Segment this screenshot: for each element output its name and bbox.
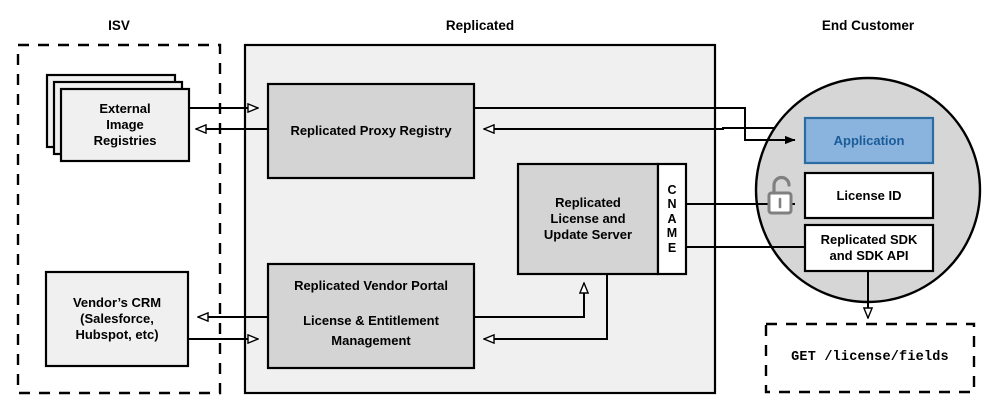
edge-licenseserver-to-vendorportal (484, 272, 608, 339)
zone-title-replicated: Replicated (445, 18, 515, 33)
node-replicated-license-and-update-server[interactable] (516, 162, 660, 276)
node-license-id[interactable] (803, 171, 935, 220)
edge-vendorportal-to-licenseserver (473, 283, 584, 318)
node-replicated-sdk[interactable] (803, 223, 935, 273)
node-external-image-registries[interactable] (45, 73, 191, 163)
unlocked-padlock-icon (767, 175, 793, 215)
edge-proxy-to-application (473, 107, 796, 145)
node-vendors-crm[interactable] (44, 270, 190, 368)
node-replicated-proxy-registry[interactable] (266, 82, 476, 180)
zone-title-end-customer: End Customer (821, 18, 915, 33)
node-get-license-fields[interactable] (764, 322, 976, 394)
zone-isv-boundary (16, 43, 222, 395)
node-replicated-vendor-portal[interactable] (266, 262, 476, 370)
node-application[interactable] (803, 116, 935, 165)
node-cname[interactable] (656, 162, 688, 276)
edge-application-to-proxy (484, 128, 775, 129)
zone-title-isv: ISV (108, 18, 130, 33)
